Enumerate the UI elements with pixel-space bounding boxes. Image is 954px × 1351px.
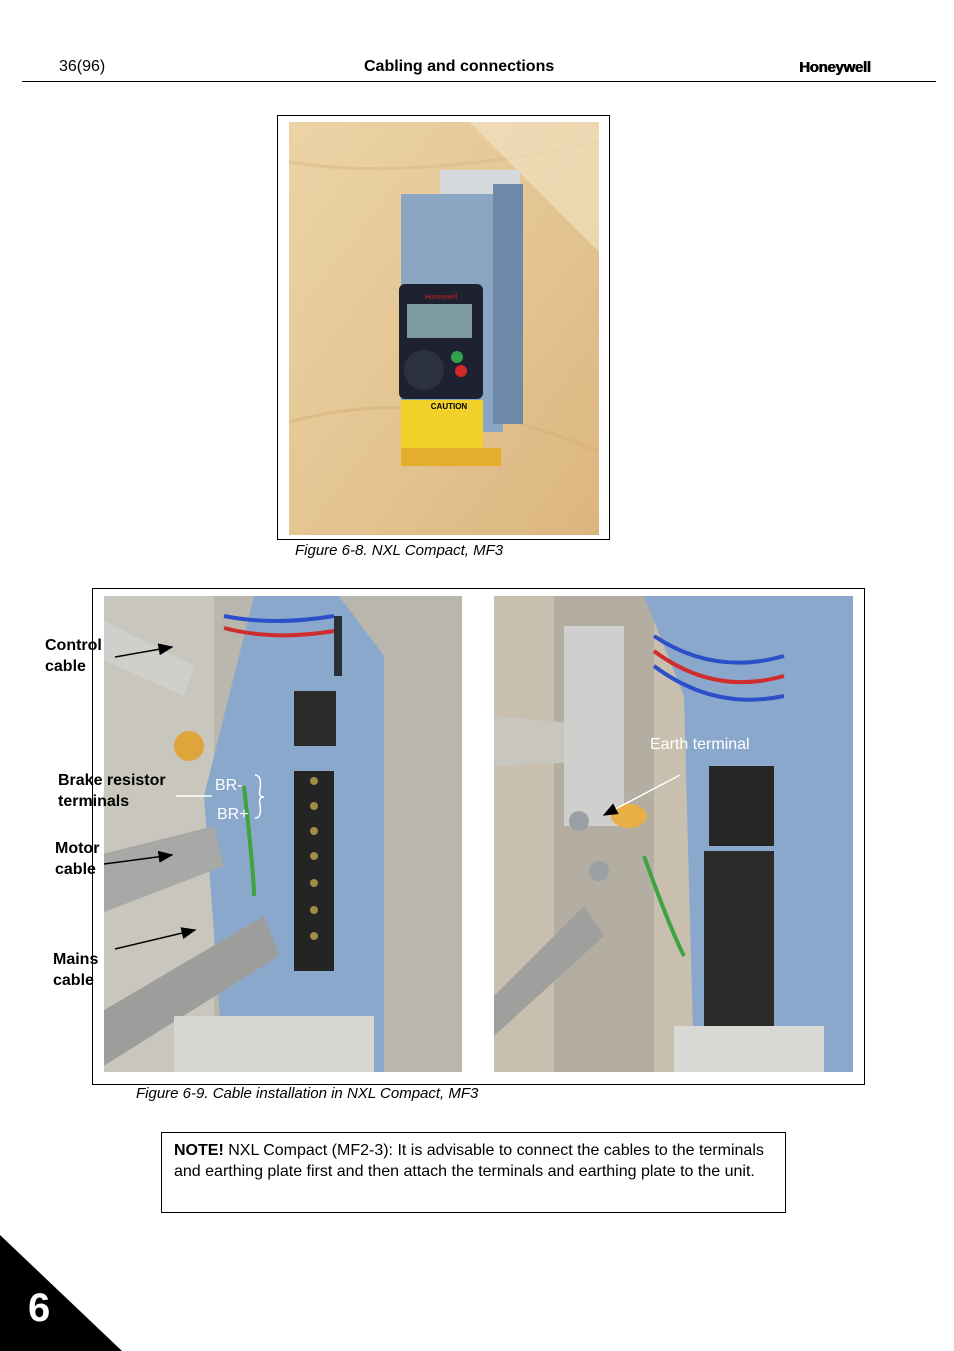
figure-1-frame (277, 115, 610, 540)
figure-1-photo: Honeywell CAUTION (289, 122, 599, 535)
note-box: NOTE! NXL Compact (MF2-3): It is advisab… (161, 1132, 786, 1213)
figure-2-left-photo (104, 596, 462, 1072)
figure-2-right-photo (494, 596, 853, 1072)
annotation-arrows (103, 643, 681, 950)
chapter-number: 6 (28, 1286, 51, 1330)
note-text: NXL Compact (MF2-3): It is advisable to … (174, 1142, 764, 1180)
caution-label: CAUTION (431, 402, 468, 411)
motor-cable-label: Motor cable (55, 840, 100, 878)
figure-2-frame (92, 588, 865, 1085)
br-minus-label: BR- (215, 777, 243, 794)
page-number: 36(96) (59, 58, 106, 75)
page-title: Cabling and connections (364, 58, 555, 75)
control-cable-label: Control cable (45, 637, 102, 675)
earth-terminal-label: Earth terminal (650, 736, 750, 753)
chapter-corner-tab (0, 1235, 122, 1351)
header-rule (22, 81, 936, 82)
note-lead: NOTE! (174, 1142, 224, 1159)
figure-1-caption: Figure 6-8. NXL Compact, MF3 (295, 542, 504, 559)
device-brand: Honeywell (425, 294, 458, 301)
brake-resistor-label: Brake resistor terminals (58, 772, 166, 810)
mains-cable-label: Mains cable (53, 951, 99, 989)
brand-logo: Honeywell (799, 59, 871, 76)
br-plus-label: BR+ (217, 806, 249, 823)
figure-2-caption: Figure 6-9. Cable installation in NXL Co… (136, 1085, 479, 1102)
